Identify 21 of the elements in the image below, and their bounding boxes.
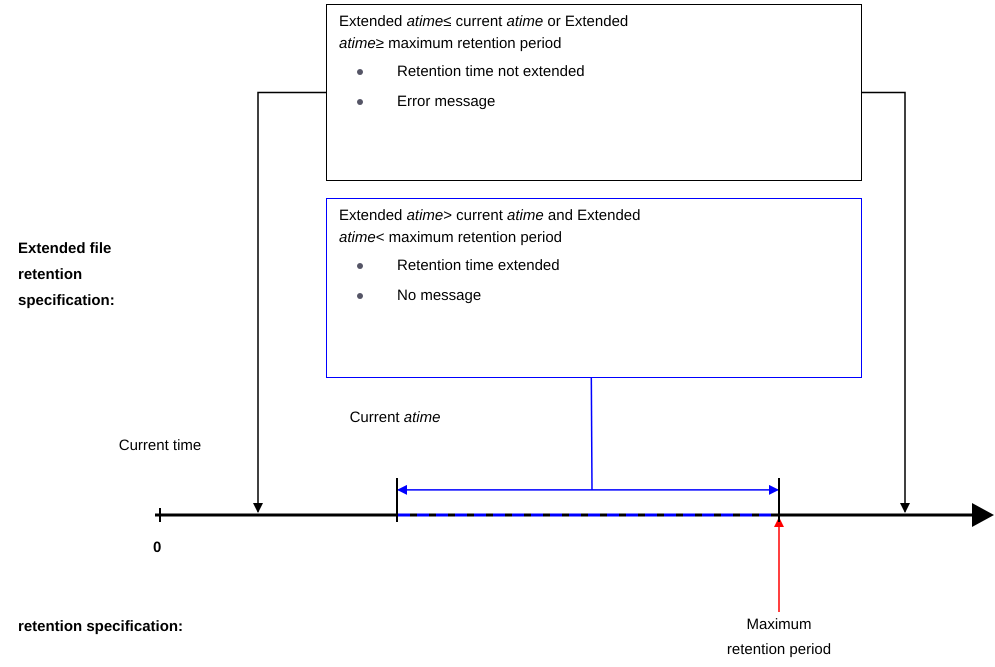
timeline-label: Current atime — [345, 405, 445, 430]
condition-text: Extended atime≤ current atime or Extended atime≥ maximum retention period — [339, 12, 630, 54]
bullet-text: No message — [397, 287, 482, 304]
side-heading: retention specification: — [18, 617, 184, 637]
bullet-text: Error message — [397, 93, 496, 110]
arrow — [774, 517, 784, 612]
tick-mark — [778, 478, 780, 522]
tick-mark — [396, 478, 398, 522]
arrow — [397, 484, 779, 495]
arrow — [253, 92, 326, 513]
connector-line — [590, 378, 593, 490]
condition-box — [326, 198, 862, 378]
bullet-text: Retention time extended — [397, 257, 560, 274]
condition-box — [326, 4, 862, 181]
arrow — [862, 92, 910, 513]
side-heading: Extended file retention specification: — [18, 239, 116, 311]
timeline-label: Current time — [118, 436, 202, 456]
condition-text: Extended atime> current atime and Extended atime< maximum retention period — [339, 206, 642, 248]
axis-origin: 0 — [153, 538, 162, 558]
bullet-text: Retention time not extended — [397, 63, 585, 80]
timeline-label: Maximum retention period — [719, 612, 839, 662]
